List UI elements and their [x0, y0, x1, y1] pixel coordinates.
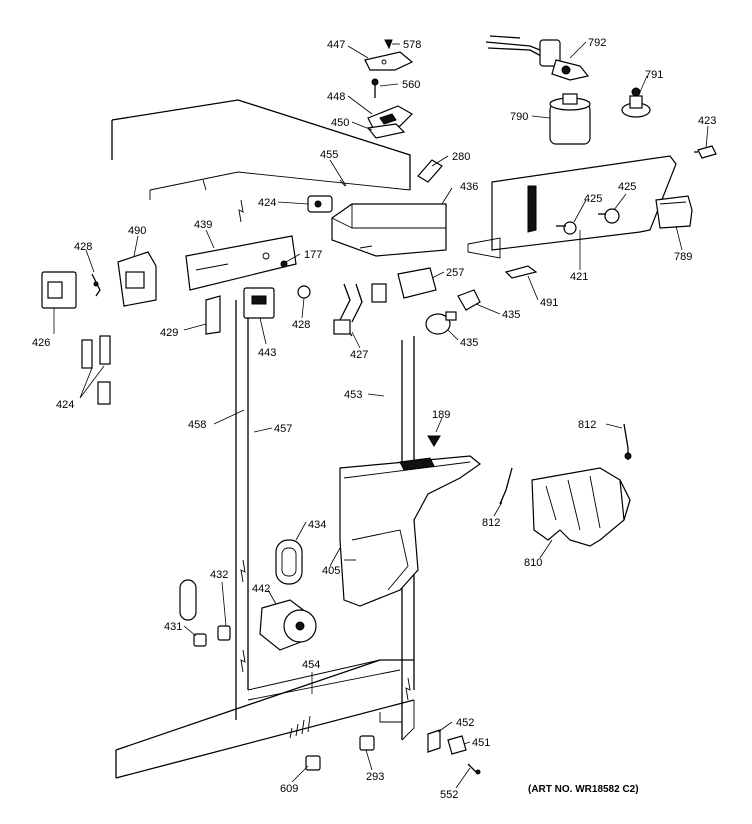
damper-cover-447	[364, 51, 414, 71]
label-428-b: 428	[292, 319, 310, 331]
label-432: 432	[210, 569, 228, 581]
label-560: 560	[402, 79, 420, 91]
label-810: 810	[524, 557, 542, 569]
bracket-491	[504, 265, 538, 279]
label-421: 421	[570, 271, 588, 283]
control-panel-421	[467, 155, 677, 259]
ice-chute-405	[339, 455, 482, 607]
label-427: 427	[350, 349, 368, 361]
cap-609	[305, 755, 321, 771]
fan-motor-442	[259, 599, 317, 651]
label-423: 423	[698, 115, 716, 127]
cap-293	[359, 735, 375, 751]
label-425-b: 425	[618, 181, 636, 193]
screw-560	[371, 78, 379, 98]
label-434: 434	[308, 519, 326, 531]
screw-177	[280, 260, 288, 268]
label-431: 431	[164, 621, 182, 633]
thermistor-424-left	[81, 335, 111, 405]
bracket-429	[205, 295, 221, 335]
label-429: 429	[160, 327, 178, 339]
screw-552	[467, 763, 481, 775]
label-458: 458	[188, 419, 206, 431]
label-552: 552	[440, 789, 458, 801]
label-453: 453	[344, 389, 362, 401]
plug-189	[427, 435, 441, 447]
harness-427	[333, 283, 387, 337]
thermistor-424	[307, 195, 333, 213]
label-450: 450	[331, 117, 349, 129]
grommet-428	[297, 285, 311, 299]
label-792: 792	[588, 37, 606, 49]
label-791: 791	[645, 69, 663, 81]
label-293: 293	[366, 771, 384, 783]
label-490: 490	[128, 225, 146, 237]
label-609: 609	[280, 783, 298, 795]
label-455: 455	[320, 149, 338, 161]
label-435-b: 435	[460, 337, 478, 349]
label-177: 177	[304, 249, 322, 261]
bulb-423	[694, 145, 717, 159]
label-491: 491	[540, 297, 558, 309]
label-451: 451	[472, 737, 490, 749]
relay-443	[243, 287, 275, 319]
switch-426	[41, 271, 77, 309]
bracket-439	[185, 235, 297, 291]
clip-428	[91, 273, 101, 297]
damper-450	[366, 123, 406, 139]
label-257: 257	[446, 267, 464, 279]
label-454: 454	[302, 659, 320, 671]
label-426: 426	[32, 337, 50, 349]
screw-578	[384, 39, 393, 50]
label-424: 424	[258, 197, 276, 209]
leader-lines	[53, 41, 709, 789]
label-447: 447	[327, 39, 345, 51]
knob-789	[655, 195, 693, 229]
label-457: 457	[274, 423, 292, 435]
relay-257	[397, 267, 437, 299]
heater-wire-812	[499, 423, 632, 505]
thermostat-791	[621, 87, 651, 118]
label-425-a: 425	[584, 193, 602, 205]
shim-432	[217, 625, 231, 641]
pad-431	[179, 579, 207, 647]
label-448: 448	[327, 91, 345, 103]
label-435-a: 435	[502, 309, 520, 321]
gasket-434	[275, 539, 303, 585]
label-812-a: 812	[578, 419, 596, 431]
label-442: 442	[252, 583, 270, 595]
label-789: 789	[674, 251, 692, 263]
label-790: 790	[510, 111, 528, 123]
label-405: 405	[322, 565, 340, 577]
label-443: 443	[258, 347, 276, 359]
heater-810	[531, 467, 631, 547]
callout-labels: 447 578 792 560 448 791 450 790 423 455 …	[32, 37, 716, 801]
light-bulb-435	[425, 311, 457, 335]
filter-790	[549, 93, 591, 145]
housing-436	[331, 203, 447, 257]
label-280: 280	[452, 151, 470, 163]
label-424-b: 424	[56, 399, 74, 411]
label-578: 578	[403, 39, 421, 51]
cover-280	[417, 159, 443, 183]
label-436: 436	[460, 181, 478, 193]
label-812-b: 812	[482, 517, 500, 529]
art-number: (ART NO. WR18582 C2)	[528, 784, 639, 795]
label-189: 189	[432, 409, 450, 421]
hinge-451	[447, 735, 467, 755]
label-452: 452	[456, 717, 474, 729]
water-valve-792	[485, 35, 590, 81]
switch-490	[117, 251, 157, 307]
socket-435	[457, 289, 481, 311]
cabinet-frame	[111, 99, 415, 779]
label-428-a: 428	[74, 241, 92, 253]
damper-448	[367, 105, 413, 131]
bracket-452	[427, 729, 441, 753]
label-439: 439	[194, 219, 212, 231]
